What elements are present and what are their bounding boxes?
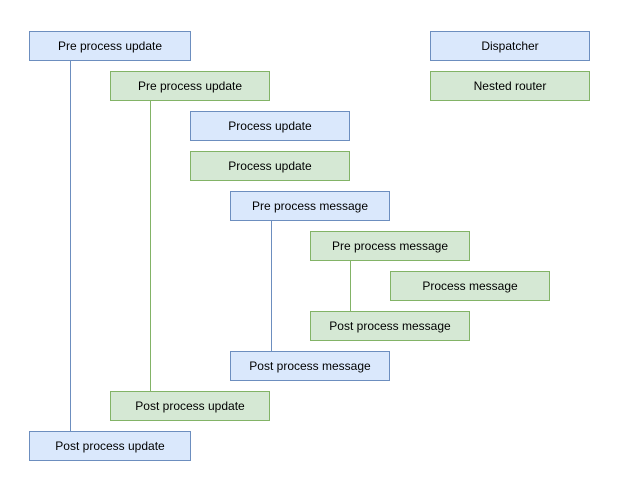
node-process-update-green[interactable]: Process update xyxy=(190,151,350,181)
connector-dispatcher-update-spine xyxy=(70,61,71,431)
connector-router-update-spine xyxy=(150,101,151,391)
connector-dispatcher-message-spine xyxy=(271,221,272,351)
node-post-process-update-blue[interactable]: Post process update xyxy=(29,431,191,461)
node-post-process-message-blue[interactable]: Post process message xyxy=(230,351,390,381)
legend-item-dispatcher[interactable]: Dispatcher xyxy=(430,31,590,61)
node-pre-process-message-green[interactable]: Pre process message xyxy=(310,231,470,261)
legend-item-nested-router[interactable]: Nested router xyxy=(430,71,590,101)
node-process-message-green[interactable]: Process message xyxy=(390,271,550,301)
node-process-update-blue[interactable]: Process update xyxy=(190,111,350,141)
node-pre-process-update-blue[interactable]: Pre process update xyxy=(29,31,191,61)
node-pre-process-update-green[interactable]: Pre process update xyxy=(110,71,270,101)
node-pre-process-message-blue[interactable]: Pre process message xyxy=(230,191,390,221)
node-post-process-message-green[interactable]: Post process message xyxy=(310,311,470,341)
node-post-process-update-green[interactable]: Post process update xyxy=(110,391,270,421)
connector-router-message-spine xyxy=(350,261,351,311)
